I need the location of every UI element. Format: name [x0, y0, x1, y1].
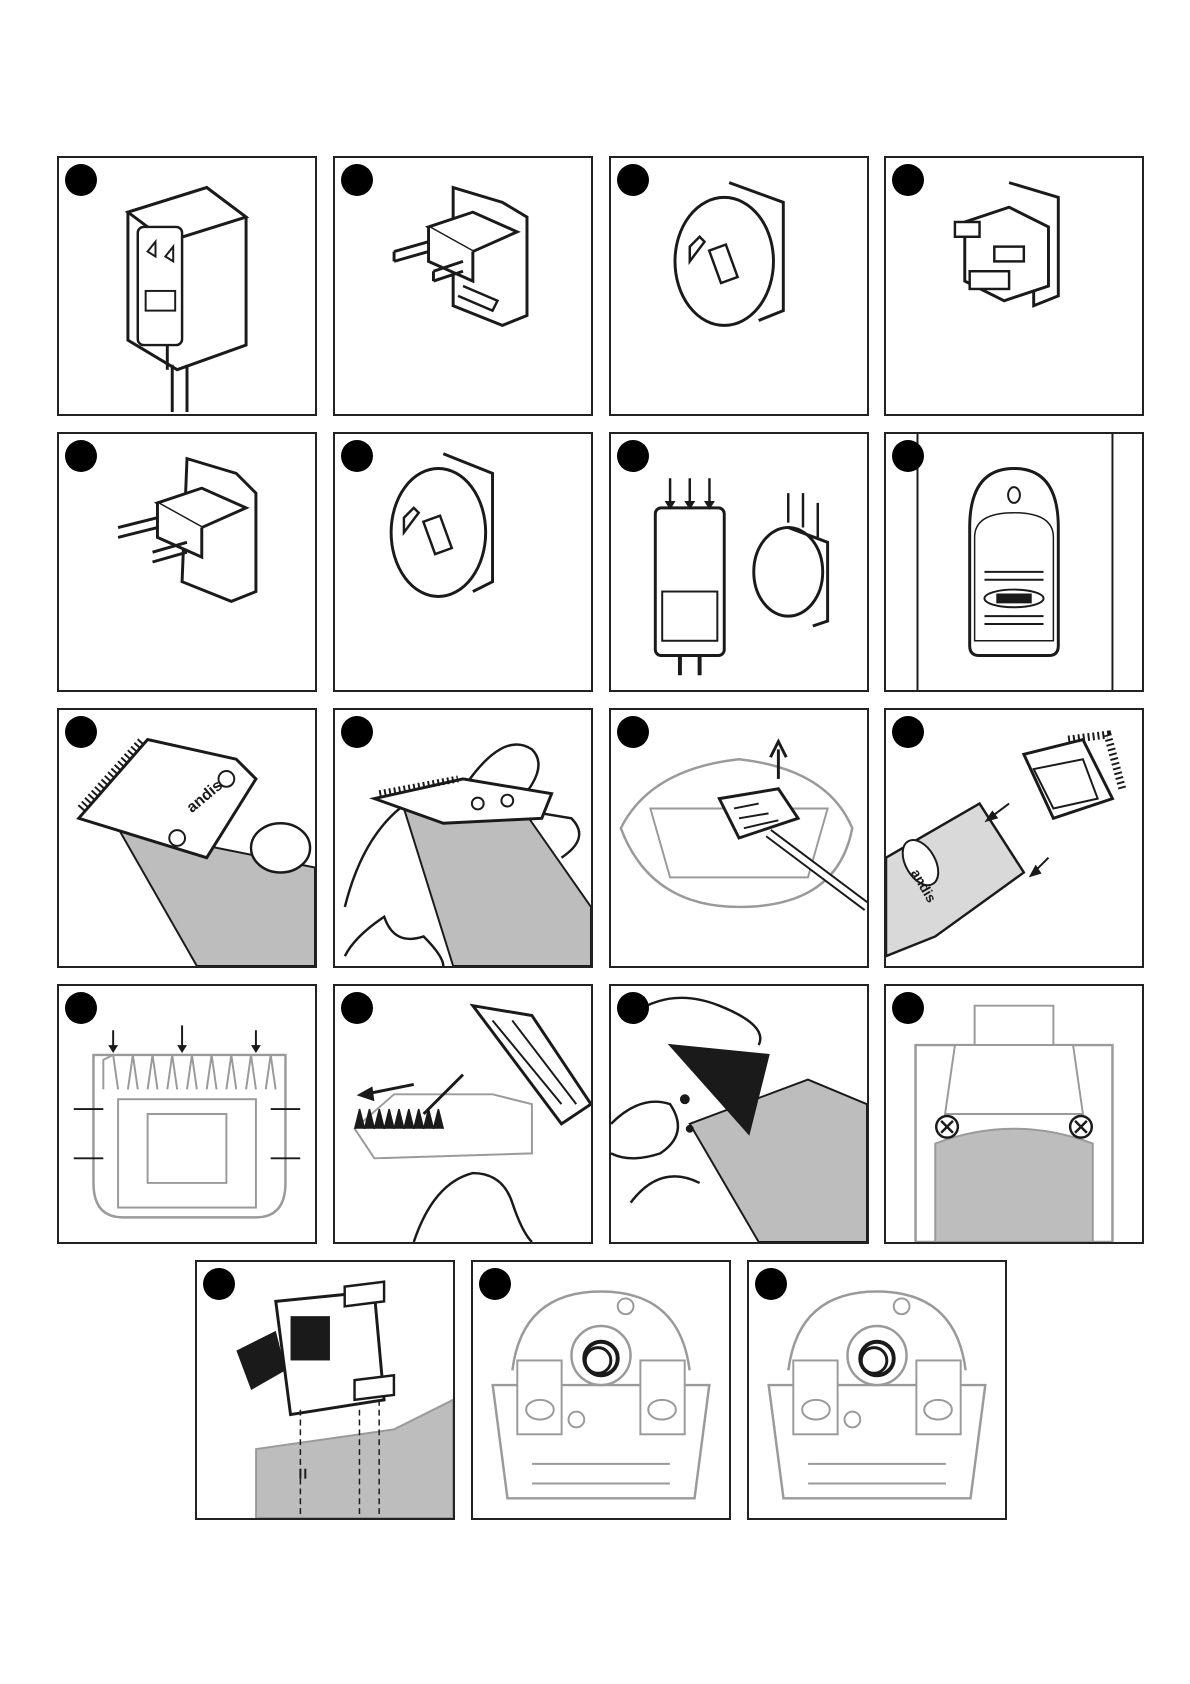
attach-arrows-icon	[611, 434, 867, 690]
step-number-badge	[892, 992, 924, 1024]
step-number-badge	[892, 164, 924, 196]
step-number-badge	[892, 440, 924, 472]
step-number-badge	[341, 164, 373, 196]
brush-icon	[335, 986, 591, 1242]
motor-icon	[473, 1262, 729, 1518]
panel-charging-stand	[884, 432, 1144, 692]
step-number-badge	[617, 440, 649, 472]
panel-drive-lever-assembly	[195, 1260, 455, 1520]
screw-icon	[886, 986, 1142, 1242]
panel-australian-plug-adapter	[609, 156, 869, 416]
step-number-badge	[892, 716, 924, 748]
step-number-badge	[203, 1268, 235, 1300]
au-plug-icon	[611, 158, 867, 414]
panel-uk-plug-adapter	[884, 156, 1144, 416]
oil-icon	[611, 986, 867, 1242]
step-number-badge	[65, 716, 97, 748]
hand-blade-icon	[335, 710, 591, 966]
drive-lever-icon	[197, 1262, 453, 1518]
panel-clean-blade-brush	[333, 984, 593, 1244]
panel-blade-alignment	[57, 984, 317, 1244]
panel-euro-plug-adapter-2	[57, 432, 317, 692]
charging-stand-icon	[886, 434, 1142, 690]
panel-clipper-screws	[884, 984, 1144, 1244]
panel-motor-housing-1	[471, 1260, 731, 1520]
panel-attach-blade: andis	[884, 708, 1144, 968]
step-number-badge	[755, 1268, 787, 1300]
step-number-badge	[341, 440, 373, 472]
panel-euro-plug-adapter	[333, 156, 593, 416]
power-adapter-icon	[59, 158, 315, 414]
panel-blade-on-clipper: andis	[57, 708, 317, 968]
panel-oil-blade	[609, 984, 869, 1244]
panel-motor-housing-2	[747, 1260, 1007, 1520]
panel-attach-plug-to-adapter	[609, 432, 869, 692]
au-plug-icon	[335, 434, 591, 690]
panel-australian-plug-adapter-2	[333, 432, 593, 692]
motor-icon	[749, 1262, 1005, 1518]
step-number-badge	[617, 992, 649, 1024]
step-number-badge	[65, 440, 97, 472]
step-number-badge	[341, 992, 373, 1024]
blade-icon: andis	[59, 710, 315, 966]
step-number-badge	[65, 992, 97, 1024]
blade-align-icon	[59, 986, 315, 1242]
step-number-badge	[617, 164, 649, 196]
blade-attach-icon: andis	[886, 710, 1142, 966]
panel-remove-blade	[333, 708, 593, 968]
euro-plug-icon	[335, 158, 591, 414]
euro-plug-icon	[59, 434, 315, 690]
panel-lift-blade-drive	[609, 708, 869, 968]
step-number-badge	[341, 716, 373, 748]
step-number-badge	[479, 1268, 511, 1300]
panel-power-adapter	[57, 156, 317, 416]
uk-plug-icon	[886, 158, 1142, 414]
up-arrow-icon	[611, 710, 867, 966]
step-number-badge	[617, 716, 649, 748]
step-number-badge	[65, 164, 97, 196]
